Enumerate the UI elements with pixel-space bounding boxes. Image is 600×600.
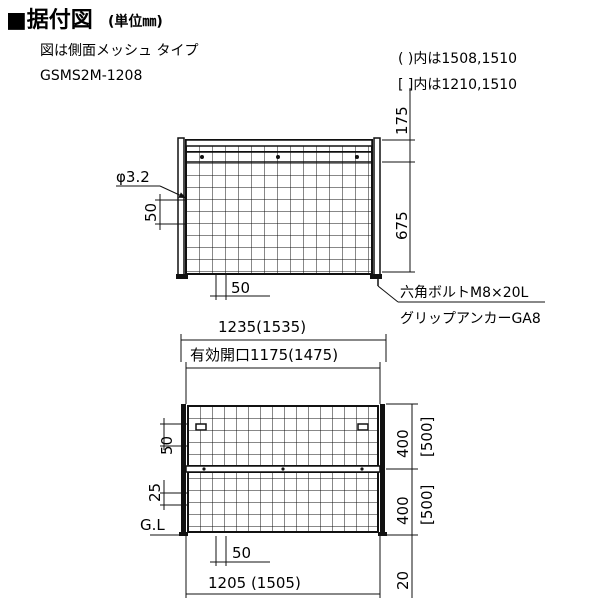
opening-width-dimension: 有効開口1175(1475) bbox=[190, 346, 338, 364]
side-left-base bbox=[176, 274, 188, 279]
front-right-post bbox=[380, 404, 385, 535]
front-upper-pitch: 50 bbox=[158, 436, 176, 455]
hinge-icon bbox=[195, 423, 369, 431]
side-mesh-pitch: 50 bbox=[142, 203, 160, 222]
anchor-label: グリップアンカーGA8 bbox=[400, 311, 541, 327]
paren-legend-note: ( )内は1508,1510 bbox=[398, 51, 517, 67]
side-view: 175 675 φ3.2 50 50 六角ボルトM8×20L グリップアンカーG… bbox=[116, 88, 545, 327]
side-right-base bbox=[370, 274, 382, 279]
front-lower-pitch: 25 bbox=[146, 483, 164, 502]
upper-height-alt-dimension: [500] bbox=[418, 417, 436, 457]
front-lower-mesh-panel bbox=[187, 471, 379, 533]
ground-clearance-dimension: 20 bbox=[394, 571, 412, 590]
wire-diameter-label: φ3.2 bbox=[116, 168, 150, 186]
side-top-rail bbox=[185, 139, 373, 147]
side-base-pitch: 50 bbox=[231, 279, 250, 297]
side-mesh-panel bbox=[185, 139, 373, 275]
model-number: GSMS2M-1208 bbox=[40, 68, 142, 84]
front-left-post bbox=[181, 404, 186, 535]
bottom-width-dimension: 1205 (1505) bbox=[208, 574, 301, 592]
front-upper-mesh-panel bbox=[187, 405, 379, 467]
overall-width-dimension: 1235(1535) bbox=[218, 318, 306, 336]
lower-height-alt-dimension: [500] bbox=[418, 485, 436, 525]
bracket-legend-note: [ ]内は1210,1510 bbox=[398, 77, 517, 93]
bolt-leader-line bbox=[377, 285, 399, 303]
side-right-post bbox=[373, 137, 381, 279]
bolt-label: 六角ボルトM8×20L bbox=[400, 285, 529, 301]
page-title: ■据付図 bbox=[6, 8, 93, 33]
ground-label: G.L bbox=[140, 516, 165, 534]
upper-height-dimension: 400 bbox=[394, 429, 412, 458]
side-height-dimension: 675 bbox=[393, 211, 411, 240]
side-top-dimension: 175 bbox=[393, 106, 411, 135]
side-left-post bbox=[177, 137, 185, 279]
front-view: 1235(1535) 有効開口1175(1475) G.L 50 bbox=[140, 318, 436, 598]
description-line-1: 図は側面メッシュ タイプ bbox=[40, 43, 198, 59]
unit-note: (単位㎜) bbox=[108, 13, 163, 30]
front-base-pitch: 50 bbox=[232, 544, 251, 562]
lower-height-dimension: 400 bbox=[394, 496, 412, 525]
